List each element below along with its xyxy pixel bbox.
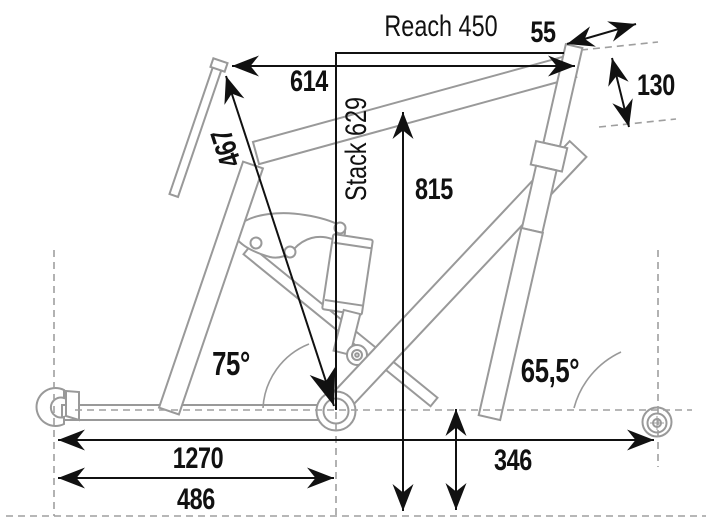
seat-post (168, 60, 225, 199)
fork-lowers (477, 226, 545, 422)
head-top-guide (580, 41, 659, 51)
head-angle-label: 65,5° (520, 352, 580, 389)
rocker-pivot (249, 236, 263, 250)
shock-body (321, 233, 374, 316)
stack-label: Stack 629 (340, 96, 373, 202)
shock-shaft (332, 308, 362, 357)
reach-label: Reach 450 (384, 10, 498, 43)
head-tube-dim-line (608, 57, 633, 128)
dropout-plate (65, 389, 80, 422)
wheelbase-label: 1270 (172, 442, 224, 475)
dimension-lines (58, 21, 654, 511)
head-tube-label: 130 (637, 69, 675, 102)
shock-lower-eyelet-hole (354, 352, 360, 358)
head-angle-arc (573, 351, 622, 409)
seat-angle-arc (262, 343, 310, 409)
front-axle-crosshair (650, 416, 664, 430)
bb-height-label: 346 (494, 444, 532, 477)
top-tube-label: 614 (290, 65, 328, 98)
standover-label: 815 (415, 173, 453, 206)
seat-post-cap (209, 57, 229, 73)
chainstay (61, 404, 331, 421)
head-bottom-guide (598, 118, 677, 128)
seat-angle-label: 75° (212, 345, 250, 382)
rear-center-label: 486 (177, 483, 215, 516)
rocker-pivot (283, 245, 297, 259)
head-offset-dim-line (566, 21, 637, 47)
rear-dropout (35, 387, 65, 427)
seat-tube-dim-line (224, 75, 336, 407)
head-offset-label: 55 (530, 16, 556, 49)
